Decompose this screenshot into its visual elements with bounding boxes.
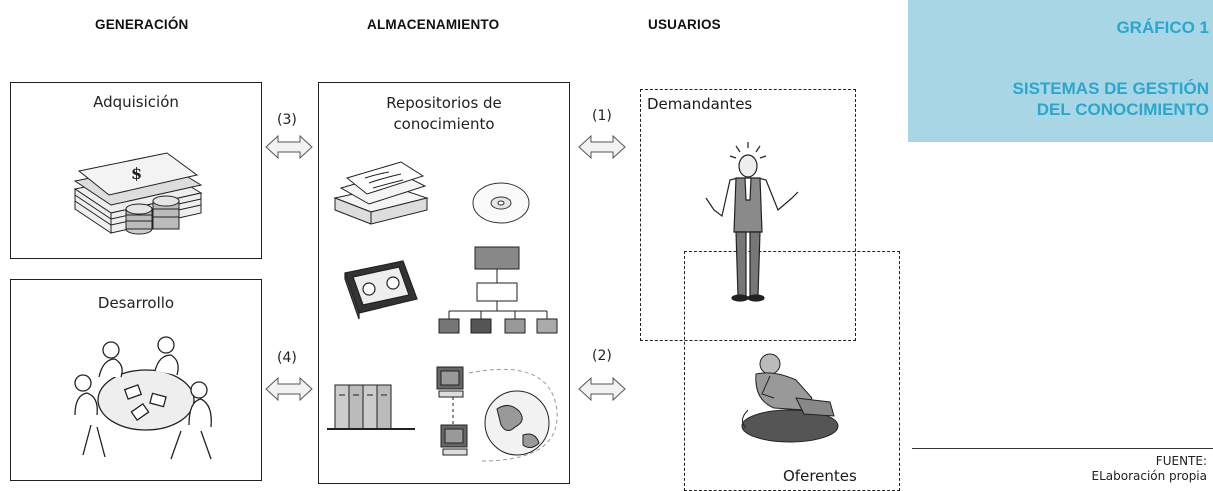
confused-businessman-icon xyxy=(705,142,799,302)
double-arrow-icon xyxy=(578,376,626,402)
demand-users-box: Demandantes xyxy=(640,89,856,341)
column-heading-generation: GENERACIÓN xyxy=(95,17,189,32)
figure-title-line2: DEL CONOCIMIENTO xyxy=(1036,100,1209,119)
acquisition-label: Adquisición xyxy=(93,93,179,111)
double-arrow-icon xyxy=(578,134,626,160)
svg-text:$: $ xyxy=(131,164,142,183)
arrow-label-1: (1) xyxy=(592,108,612,124)
source-label: FUENTE: xyxy=(1155,454,1207,468)
source-divider xyxy=(912,448,1213,449)
thinking-man-icon xyxy=(741,353,839,443)
figure-caption-panel: GRÁFICO 1 SISTEMAS DE GESTIÓN DEL CONOCI… xyxy=(908,0,1213,142)
column-heading-users: USUARIOS xyxy=(648,17,721,32)
acquisition-box: Adquisición $ xyxy=(10,82,262,259)
videotape-icon xyxy=(344,260,418,320)
figure-title-line1: SISTEMAS DE GESTIÓN xyxy=(1012,79,1209,98)
column-heading-storage: ALMACENAMIENTO xyxy=(367,17,500,32)
money-stack-icon: $ xyxy=(73,152,203,235)
org-chart-icon xyxy=(438,246,558,334)
demand-users-label: Demandantes xyxy=(647,95,753,113)
repository-title-line2: conocimiento xyxy=(393,115,495,133)
paper-stack-icon xyxy=(333,161,429,225)
cd-disc-icon xyxy=(472,182,530,224)
development-box: Desarrollo xyxy=(10,279,262,481)
double-arrow-icon xyxy=(265,134,313,160)
meeting-table-icon xyxy=(74,336,212,460)
arrow-label-3: (3) xyxy=(277,112,297,128)
knowledge-repository-box: Repositorios de conocimiento xyxy=(318,82,570,484)
development-label: Desarrollo xyxy=(97,294,175,312)
arrow-label-4: (4) xyxy=(277,350,297,366)
computer-network-globe-icon xyxy=(436,366,558,462)
repository-title-line1: Repositorios de xyxy=(386,94,502,112)
source-text: ELaboración propia xyxy=(1091,469,1208,483)
arrow-label-2: (2) xyxy=(592,348,612,364)
figure-number: GRÁFICO 1 xyxy=(1116,18,1209,37)
double-arrow-icon xyxy=(265,376,313,402)
binders-icon xyxy=(327,384,415,430)
offer-users-label: Oferentes xyxy=(783,467,857,485)
